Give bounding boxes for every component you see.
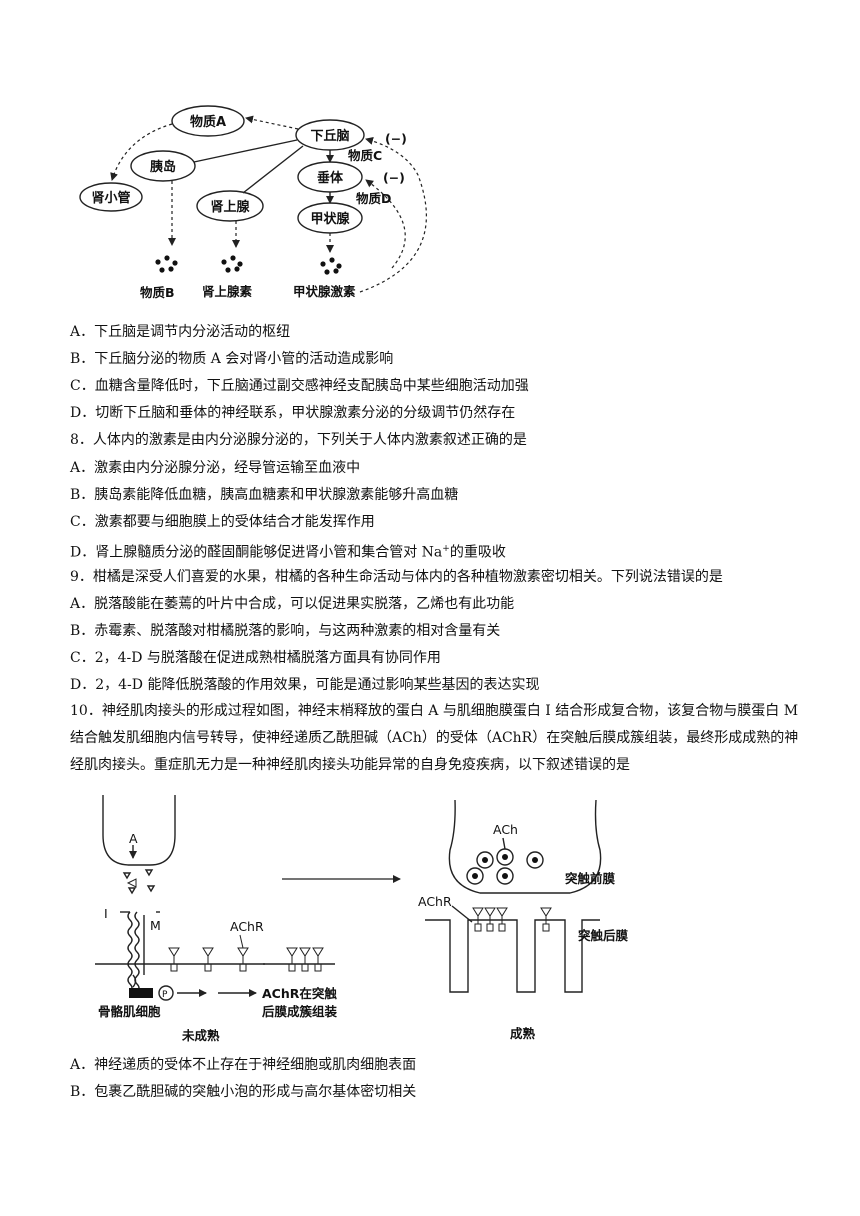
q7-option-d: D．切断下丘脑和垂体的神经联系，甲状腺激素分泌的分级调节仍然存在 [70,405,516,421]
label-achr-mature: AChR [418,894,452,909]
adrenal-label: 肾上腺 [210,199,250,215]
q8-option-d-suffix: 的重吸收 [449,544,506,561]
substance-b-dots [155,255,178,273]
q8-option-a: A．激素由内分泌腺分泌，经导管运输至血液中 [70,460,361,476]
sodium-charge: + [442,544,450,554]
q8-option-d-text: D．肾上腺髓质分泌的醛固酮能够促进肾小管和集合管对 Na [70,544,443,561]
label-postsynaptic: 突触后膜 [578,928,629,943]
label-ach: ACh [493,822,518,837]
q10-stem: 10．神经肌肉接头的形成过程如图，神经末梢释放的蛋白 A 与肌细胞膜蛋白 I 结… [70,703,799,773]
thyroxine-dots [320,257,342,275]
caption-immature: 未成熟 [181,1028,220,1043]
thyroxine-label: 甲状腺激素 [293,284,356,299]
q10-option-a: A．神经递质的受体不止存在于神经细胞或肌肉细胞表面 [70,1057,417,1073]
neuromuscular-junction-diagram: A I M AChR P 骨骼肌细胞 AChR在突触 后膜成簇组装 未成熟 AC… [95,795,629,1043]
substance-b-label: 物质B [140,285,175,300]
inhibit-label-2: (−) [383,170,405,185]
pancreas-islet-node [130,150,196,182]
achr-scattered [168,947,249,972]
substance-d-label: 物质D [356,191,391,206]
label-i: I [104,906,108,921]
adrenaline-dots [221,255,243,273]
presynaptic-terminal [448,799,602,894]
caption-mature: 成熟 [510,1026,536,1041]
label-achr: AChR [230,919,264,934]
label-cluster-1: AChR在突触 [262,986,337,1001]
postsynaptic-folds [425,919,600,993]
label-p: P [162,990,168,1000]
q7-option-b: B．下丘脑分泌的物质 A 会对肾小管的活动造成影响 [70,351,394,367]
signal-block [129,988,153,998]
label-cell: 骨骼肌细胞 [98,1004,161,1019]
q8-option-d: D．肾上腺髓质分泌的醛固酮能够促进肾小管和集合管对 Na+的重吸收 [70,539,506,563]
kidney-tubule-label: 肾小管 [91,190,130,206]
phosphate-circle [158,985,174,1001]
q10-option-b: B．包裹乙酰胆碱的突触小泡的形成与高尔基体密切相关 [70,1084,417,1100]
label-cluster-2: 后膜成簇组装 [262,1004,338,1019]
q8-option-b: B．胰岛素能降低血糖，胰高血糖素和甲状腺激素能够升高血糖 [70,487,459,503]
endocrine-regulation-diagram: 物质A 下丘脑 胰岛 垂体 肾小管 肾上腺 甲状腺 物质C 物质D (−) (−… [79,105,427,300]
substance-a-label: 物质A [190,114,226,130]
q9-option-a: A．脱落酸能在萎蔫的叶片中合成，可以促进果实脱落，乙烯也有此功能 [70,596,515,612]
q9-option-c: C．2，4-D 与脱落酸在促进成熟柑橘脱落方面具有协同作用 [70,650,441,666]
nerve-terminal [102,795,176,866]
inhibit-label-1: (−) [385,131,407,146]
q9-option-d: D．2，4-D 能降低脱落酸的作用效果，可能是通过影响某些基因的表达实现 [70,677,540,693]
label-a: A [129,831,138,846]
hypothalamus-label: 下丘脑 [310,128,349,144]
thyroid-label: 甲状腺 [310,211,350,227]
pancreas-islet-label: 胰岛 [150,159,176,175]
kidney-tubule-node [79,182,143,212]
label-presynaptic: 突触前膜 [565,871,616,886]
substance-a-node [171,105,245,137]
label-m: M [150,918,161,933]
adrenal-node [196,190,264,222]
q7-option-a: A．下丘脑是调节内分泌活动的枢纽 [70,324,291,340]
adrenaline-label: 肾上腺素 [202,284,253,299]
achr-cluster [286,947,324,972]
q8-stem: 8．人体内的激素是由内分泌腺分泌的，下列关于人体内激素叙述正确的是 [70,432,527,448]
substance-c-label: 物质C [348,148,382,163]
q7-option-c: C．血糖含量降低时，下丘脑通过副交感神经支配胰岛中某些细胞活动加强 [70,378,529,394]
protein-i [127,911,133,993]
q8-option-c: C．激素都要与细胞膜上的受体结合才能发挥作用 [70,514,375,530]
q9-option-b: B．赤霉素、脱落酸对柑橘脱落的影响，与这两种激素的相对含量有关 [70,623,501,639]
pituitary-label: 垂体 [317,170,344,186]
q9-stem: 9．柑橘是深受人们喜爱的水果，柑橘的各种生命活动与体内的各种植物激素密切相关。下… [70,569,723,585]
